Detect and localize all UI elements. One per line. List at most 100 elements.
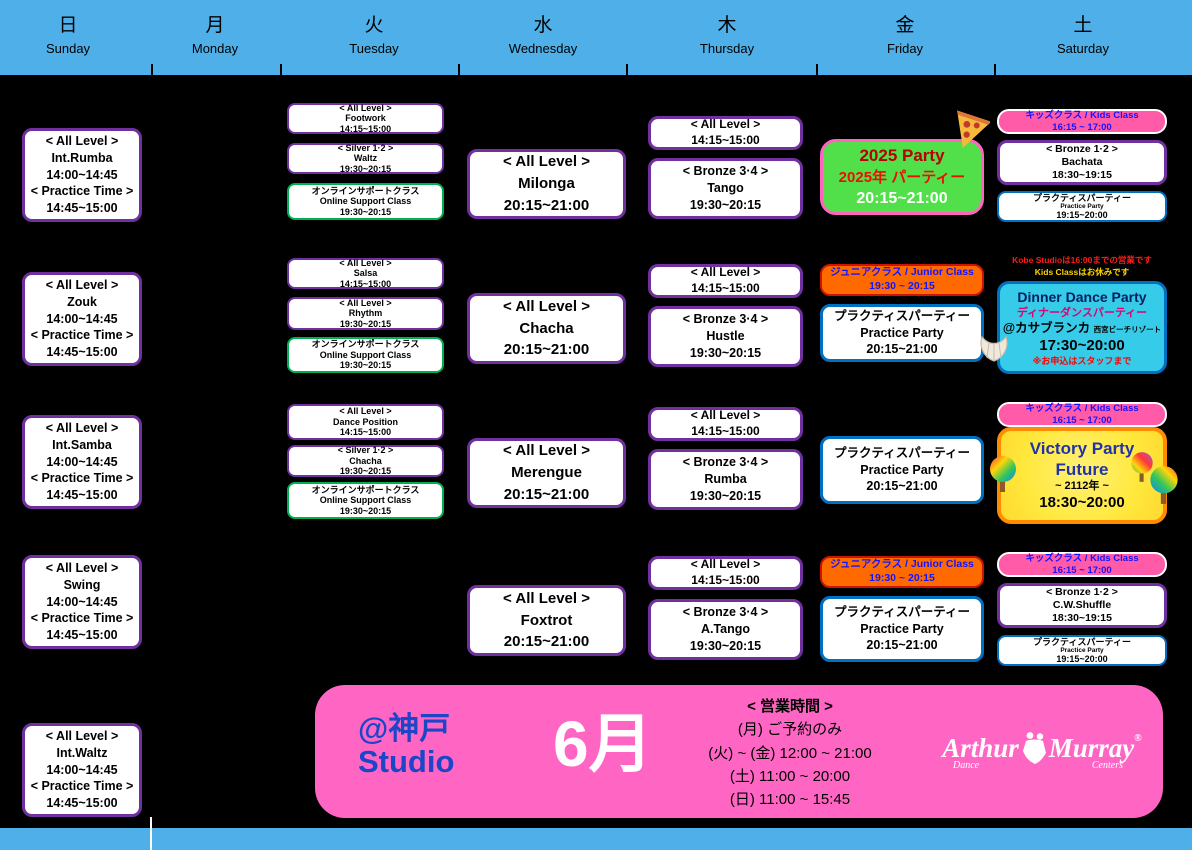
hours-line: (日) 11:00 ~ 15:45 — [729, 791, 851, 808]
kids-class-time: 16:15 ~ 17:00 — [1052, 564, 1112, 576]
card-line: 14:15~15:00 — [339, 278, 392, 289]
hours-line: (月) ご予約のみ — [737, 721, 843, 739]
card-line: Dance Position — [332, 416, 398, 427]
logo-subtext: Dance Centers — [927, 760, 1157, 771]
junior-class-title: ジュニアクラス / Junior Class — [830, 558, 974, 571]
card-line: 14:45~15:00 — [46, 488, 118, 503]
hours-line: (火) ~ (金) 12:00 ~ 21:00 — [708, 744, 872, 762]
card-line: Merengue — [511, 464, 582, 482]
day-en-label: Tuesday — [349, 40, 399, 56]
day-jp-label: 水 — [533, 15, 553, 36]
card-line: 19:30~20:15 — [339, 163, 392, 174]
card-line: < Bronze 3·4 > — [682, 605, 769, 620]
card-practice-party-sat-1: プラクティスパーティー Practice Party 19:15~20:00 — [997, 191, 1167, 222]
card-line: Waltz — [353, 153, 378, 164]
card-line: Foxtrot — [520, 611, 573, 629]
card-zouk: < All Level > Zouk 14:00~14:45 < Practice T… — [22, 272, 142, 366]
practice-party-en: Practice Party — [860, 325, 944, 340]
card-line: < All Level > — [339, 297, 392, 308]
column-tick — [458, 64, 460, 75]
card-line: 14:15~15:00 — [339, 427, 392, 438]
party-title: 2025 Party — [859, 146, 945, 166]
card-line: < All Level > — [503, 589, 590, 607]
card-line: < All Level > — [690, 265, 761, 280]
day-jp-label: 火 — [364, 15, 384, 36]
card-line: Salsa — [353, 268, 378, 279]
card-line: C.W.Shuffle — [1052, 598, 1112, 611]
dinner-party-title: Dinner Dance Party — [1017, 288, 1147, 305]
practice-party-time: 20:15~21:00 — [866, 479, 938, 494]
practice-party-time: 19:15~20:00 — [1056, 654, 1108, 665]
day-header-tuesday: 火 Tuesday — [349, 12, 398, 56]
card-line: < All Level > — [339, 257, 392, 268]
card-line: Footwork — [345, 113, 386, 124]
practice-party-jp: プラクティスパーティー — [1033, 192, 1131, 203]
practice-party-en: Practice Party — [860, 462, 944, 477]
card-line: 19:30~20:15 — [689, 638, 762, 653]
card-line: Chacha — [349, 455, 382, 466]
card-line: オンラインサポートクラス — [311, 339, 420, 350]
column-tick — [816, 64, 818, 75]
card-line: Rumba — [704, 472, 747, 487]
card-line: オンラインサポートクラス — [311, 484, 420, 495]
card-line: 18:30~19:15 — [1052, 612, 1112, 625]
practice-party-jp: プラクティスパーティー — [833, 308, 970, 323]
practice-party-en: Practice Party — [860, 621, 944, 636]
day-jp-label: 木 — [717, 15, 737, 36]
junior-class-title: ジュニアクラス / Junior Class — [830, 266, 974, 279]
dinner-party-time: 17:30~20:00 — [1039, 337, 1125, 355]
pizza-icon — [957, 110, 990, 148]
card-line: Rhythm — [348, 308, 383, 319]
card-line: 19:30~20:15 — [689, 488, 762, 503]
day-header-saturday: 土 Saturday — [1057, 12, 1109, 56]
card-all-level-thu-4: < All Level >14:15~15:00 — [648, 556, 803, 590]
day-header-friday: 金 Friday — [887, 12, 923, 56]
card-practice-party-fri-2: プラクティスパーティー Practice Party 20:15~21:00 — [820, 436, 984, 504]
card-line: 14:15~15:00 — [691, 424, 760, 438]
dancing-couple-icon — [1022, 732, 1046, 764]
party-title-jp: 2025年 パーティー — [838, 168, 966, 186]
card-line: 19:30~20:15 — [689, 345, 762, 360]
column-tick — [280, 64, 282, 75]
dinner-party-venue: @カサブランカ 西宮ビーチリゾート — [1003, 320, 1161, 336]
card-line: Zouk — [67, 294, 97, 309]
day-en-label: Thursday — [699, 40, 755, 56]
hours-line: (土) 11:00 ~ 20:00 — [729, 767, 851, 785]
card-line: < All Level > — [503, 153, 590, 171]
card-line: 14:00~14:45 — [46, 167, 118, 182]
card-line: < Practice Time > — [30, 471, 134, 486]
column-tick — [626, 64, 628, 75]
card-line: 14:45~15:00 — [46, 345, 118, 360]
practice-party-jp: プラクティスパーティー — [833, 445, 970, 460]
card-line: A.Tango — [700, 622, 751, 637]
card-line: Online Support Class — [319, 196, 412, 207]
card-line: < All Level > — [45, 560, 119, 575]
card-line: 14:00~14:45 — [46, 454, 118, 469]
card-line: < Practice Time > — [30, 611, 134, 626]
arthur-murray-wordmark: Arthur Murray ® — [927, 731, 1157, 765]
logo-sub-centers: Centers — [1091, 760, 1123, 771]
party-time: 20:15~21:00 — [856, 189, 948, 207]
card-line: < Practice Time > — [30, 328, 134, 343]
card-kids-class-3: キッズクラス / Kids Class 16:15 ~ 17:00 — [997, 552, 1167, 577]
rainbow-tree-icon — [990, 456, 1016, 492]
card-line: < All Level > — [45, 728, 119, 743]
card-line: 14:00~14:45 — [46, 311, 118, 326]
card-line: 14:00~14:45 — [46, 594, 118, 609]
card-line: < All Level > — [45, 277, 119, 292]
card-line: Chacha — [519, 319, 574, 337]
card-kids-class-2: キッズクラス / Kids Class 16:15 ~ 17:00 — [997, 402, 1167, 427]
weekday-header-bar: 日 Sunday 月 Monday 火 Tuesday 水 Wednesday … — [0, 0, 1192, 75]
practice-party-jp: プラクティスパーティー — [833, 604, 970, 619]
kids-class-title: キッズクラス / Kids Class — [1025, 110, 1139, 122]
day-header-sunday: 日 Sunday — [46, 12, 90, 56]
day-jp-label: 日 — [58, 15, 78, 36]
card-line: < All Level > — [690, 557, 761, 572]
card-line: Int.Samba — [52, 437, 112, 452]
